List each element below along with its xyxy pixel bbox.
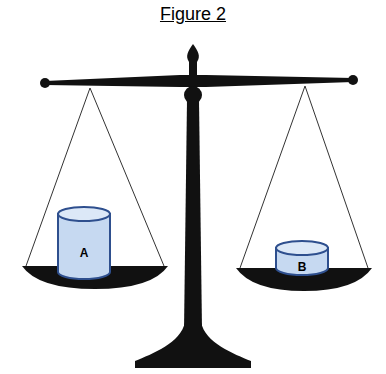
beam-end (348, 75, 358, 85)
figure-title: Figure 2 (0, 4, 386, 25)
container-cylinder: B (275, 240, 329, 276)
cylinder-top (276, 241, 328, 255)
container-cylinder: A (57, 206, 111, 280)
container-label: B (275, 259, 329, 275)
beam-end (40, 78, 50, 88)
beam (45, 75, 353, 87)
cylinder-body (58, 214, 110, 279)
cylinder-top (58, 207, 110, 221)
container-label: A (57, 245, 111, 261)
base (135, 322, 251, 368)
finial (187, 44, 199, 62)
cylinder-shape (57, 206, 111, 280)
post (184, 100, 202, 330)
finial-neck (189, 60, 197, 76)
